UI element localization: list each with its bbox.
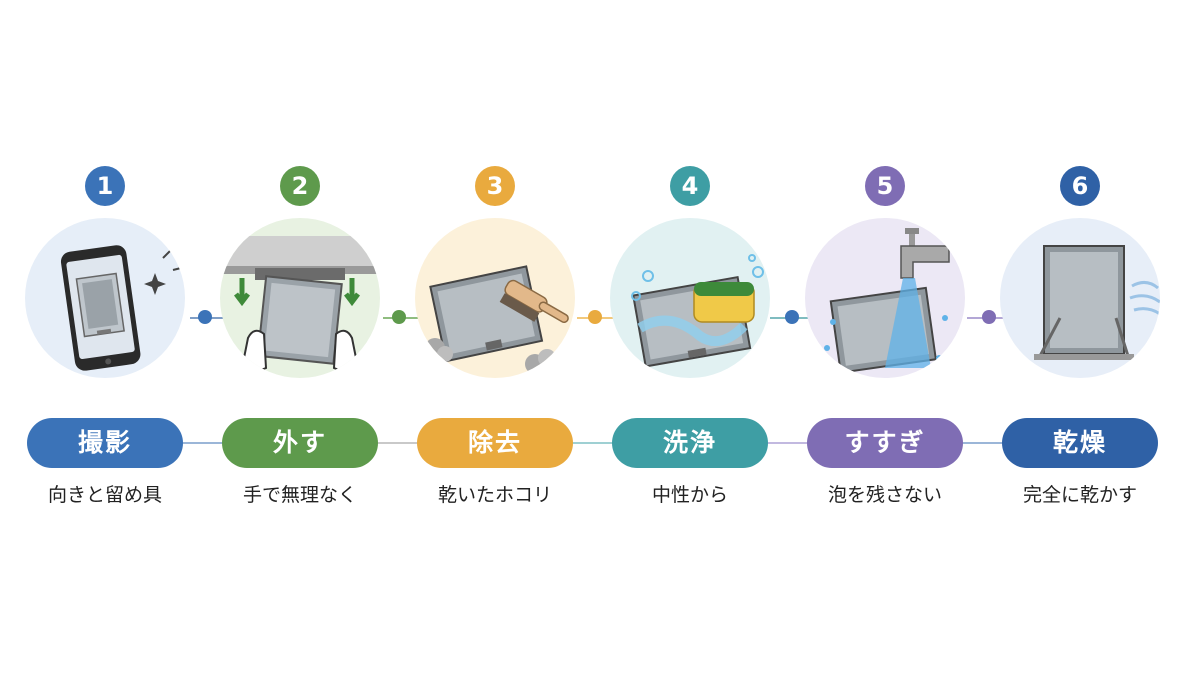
step-number: 3 bbox=[475, 166, 515, 206]
step-caption: 泡を残さない bbox=[827, 484, 942, 506]
dry-stand-icon bbox=[1000, 218, 1160, 378]
sponge-wash-icon bbox=[610, 218, 770, 378]
step-number: 5 bbox=[865, 166, 905, 206]
brush-dust-icon bbox=[415, 218, 575, 378]
step-number: 1 bbox=[85, 166, 125, 206]
connector-dot-3-4 bbox=[588, 310, 602, 324]
step-label-pill: 外す bbox=[222, 418, 378, 468]
pill-connector-3-4 bbox=[568, 442, 623, 444]
step-caption: 中性から bbox=[651, 484, 728, 506]
step-caption: 手で無理なく bbox=[242, 484, 357, 506]
step-number: 4 bbox=[670, 166, 710, 206]
step-caption: 向きと留め具 bbox=[47, 484, 162, 506]
pill-connector-2-3 bbox=[372, 442, 427, 444]
connector-dot-2-3 bbox=[392, 310, 406, 324]
step-label-pill: 撮影 bbox=[27, 418, 183, 468]
pill-connector-1-2 bbox=[175, 442, 230, 444]
remove-filter-icon bbox=[220, 218, 380, 378]
step-label-pill: 洗浄 bbox=[612, 418, 768, 468]
connector-dot-4-5 bbox=[785, 310, 799, 324]
step-number: 2 bbox=[280, 166, 320, 206]
connector-dot-5-6 bbox=[982, 310, 996, 324]
step-label-pill: すすぎ bbox=[807, 418, 963, 468]
step-label-pill: 除去 bbox=[417, 418, 573, 468]
step-caption: 完全に乾かす bbox=[1022, 484, 1137, 506]
step-label-pill: 乾燥 bbox=[1002, 418, 1158, 468]
phone-photo-icon bbox=[25, 218, 185, 378]
pill-connector-5-6 bbox=[962, 442, 1017, 444]
faucet-rinse-icon bbox=[805, 218, 965, 378]
connector-dot-1-2 bbox=[198, 310, 212, 324]
step-caption: 乾いたホコリ bbox=[437, 484, 552, 506]
step-number: 6 bbox=[1060, 166, 1100, 206]
pill-connector-4-5 bbox=[762, 442, 817, 444]
